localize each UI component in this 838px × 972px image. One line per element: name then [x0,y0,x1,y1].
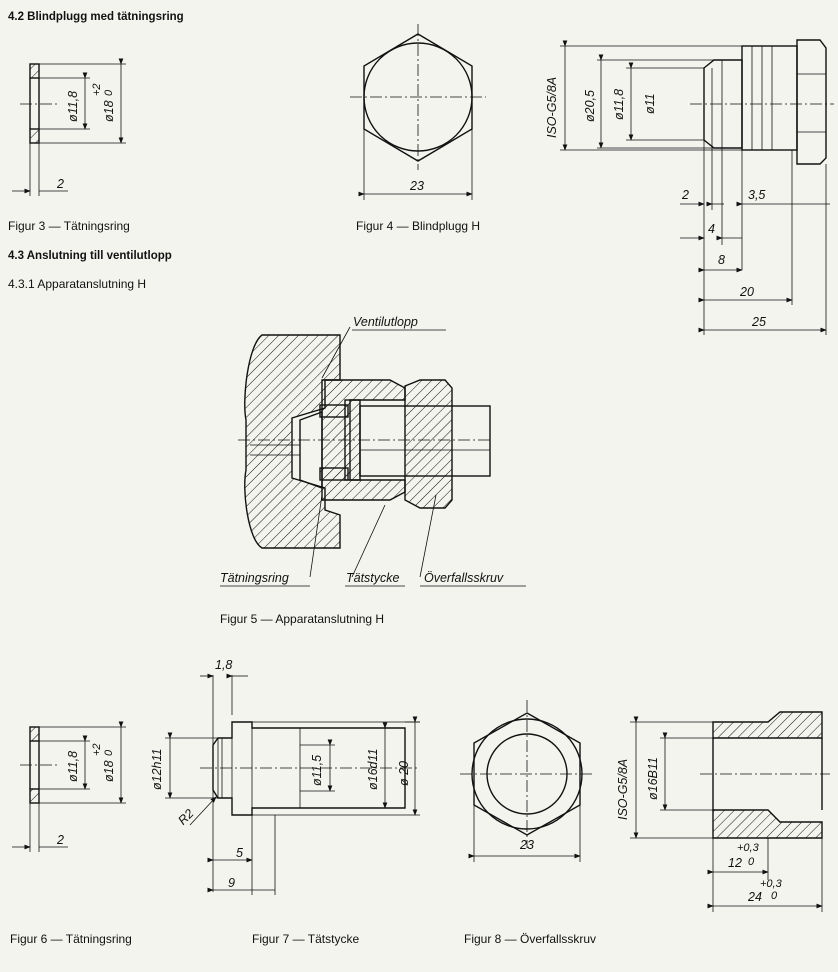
fig8-tol1-lower: 0 [748,856,755,868]
fig3-tol-upper: +2 [91,83,103,96]
fig4-d20-5: ø20,5 [583,90,597,122]
fig4-caption: Figur 4 — Blindplugg H [356,219,481,233]
fig8-width: 23 [520,838,534,852]
fig7-d16d11: ø16d11 [366,748,380,790]
fig7-len-1-8: 1,8 [215,658,233,672]
fig4-len-20: 20 [740,285,754,299]
fig4-d11-8: ø11,8 [612,88,626,120]
fig8-tol1-upper: +0,3 [737,842,759,854]
fig4-side-view [560,39,834,335]
fig7-len-5: 5 [236,846,243,860]
fig7-d20: ø 20 [397,760,411,786]
fig5-label-union-nut: Överfallsskruv [424,571,504,585]
fig8-len-24: 24 [748,890,762,904]
fig8-len-12: 12 [728,856,742,870]
fig5-label-seal-ring: Tätningsring [220,571,289,585]
fig7-len-9: 9 [228,876,235,890]
fig3-outer-diameter: ø18 [102,100,116,122]
fig8-thread: ISO-G5/8A [616,758,630,820]
fig3-tol-lower: 0 [103,89,115,96]
fig3-drawing [12,58,126,196]
fig3-inner-diameter: ø11,8 [66,90,80,122]
fig7-drawing [165,673,420,895]
fig5-caption: Figur 5 — Apparatanslutning H [220,612,385,626]
fig6-inner-diameter: ø11,8 [66,750,80,782]
fig7-d11-5: ø11,5 [310,754,324,786]
fig5-label-valve-outlet: Ventilutlopp [353,315,418,329]
fig8-d16b11: ø16B11 [646,757,660,800]
fig8-hex-view [460,700,594,862]
fig6-caption: Figur 6 — Tätningsring [10,932,132,946]
section-4-3-1-heading: 4.3.1 Apparatanslutning H [8,277,147,291]
fig6-thickness: 2 [57,833,64,847]
fig4-len-8: 8 [718,253,725,267]
fig8-tol2-upper: +0,3 [760,878,782,890]
fig8-side-view [630,711,830,912]
fig4-width: 23 [410,179,424,193]
fig6-tol-lower: 0 [103,749,115,756]
fig8-tol2-lower: 0 [771,890,778,902]
fig6-tol-upper: +2 [91,743,103,756]
fig4-len-2: 2 [682,188,689,202]
section-4-2-heading: 4.2 Blindplugg med tätningsring [8,11,184,23]
fig7-d12h11: ø12h11 [150,748,164,790]
fig4-d11: ø11 [643,93,657,114]
fig3-caption: Figur 3 — Tätningsring [8,219,130,233]
fig3-thickness: 2 [57,177,64,191]
fig8-caption: Figur 8 — Överfallsskruv [464,932,597,946]
fig4-thread: ISO-G5/8A [545,76,559,138]
fig6-outer-diameter: ø18 [102,760,116,782]
fig4-len-4: 4 [708,222,715,236]
fig7-caption: Figur 7 — Tätstycke [252,932,360,946]
fig5-assembly [220,326,526,587]
fig4-len-3-5: 3,5 [748,188,766,202]
section-4-3-heading: 4.3 Anslutning till ventilutlopp [8,250,172,262]
fig5-label-seal-piece: Tätstycke [346,571,400,585]
fig4-len-25: 25 [752,315,766,329]
fig6-drawing [12,721,126,852]
fig4-hex-view [350,24,486,200]
